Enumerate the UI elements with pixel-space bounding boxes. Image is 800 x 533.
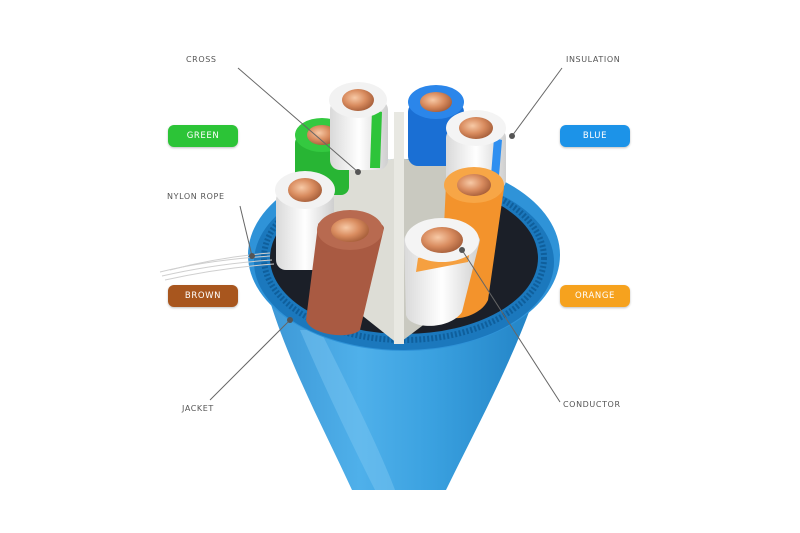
jacket-label: JACKET xyxy=(182,404,214,413)
blue-tag: BLUE xyxy=(560,125,630,147)
insulation-label: INSULATION xyxy=(566,55,621,64)
brown-tag: BROWN xyxy=(168,285,238,307)
orange-tag: ORANGE xyxy=(560,285,630,307)
leader-lines xyxy=(209,67,563,403)
nylon-rope-label: NYLON ROPE xyxy=(167,192,225,201)
conductor-label: CONDUCTOR xyxy=(563,400,621,409)
nylon-rope xyxy=(159,252,275,281)
cross-label: CROSS xyxy=(186,55,217,64)
green-tag: GREEN xyxy=(168,125,238,147)
leader-dots xyxy=(249,133,515,323)
